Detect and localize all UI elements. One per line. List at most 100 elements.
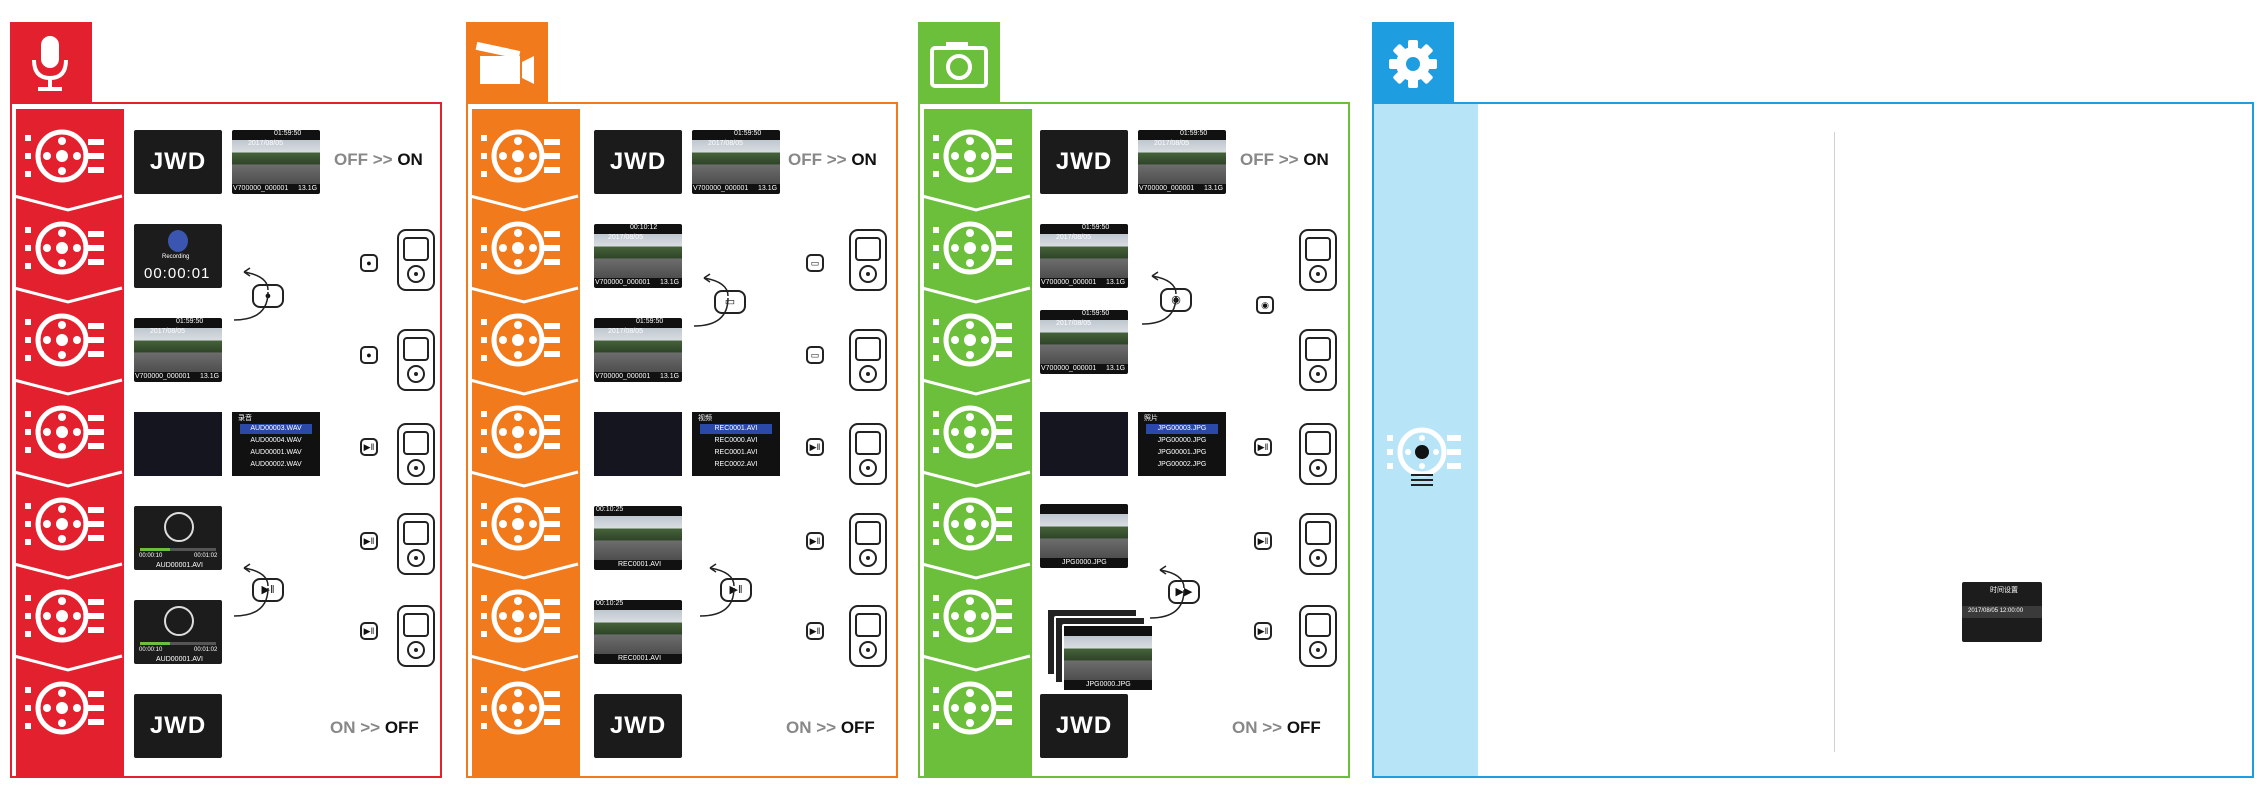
joystick-glyph bbox=[933, 405, 1012, 459]
photo-tab[interactable] bbox=[918, 22, 1000, 102]
rec-label: Recording bbox=[162, 254, 190, 260]
joystick-glyph bbox=[1387, 427, 1461, 486]
bodycam-device-icon bbox=[846, 604, 890, 668]
play-pause-button-icon[interactable]: ▶‖ bbox=[360, 438, 378, 456]
audio-file-list: 录音 AUD00003.WAV AUD00004.WAV AUD00001.WA… bbox=[232, 412, 320, 476]
play-pause-button-icon[interactable]: ▶‖ bbox=[1254, 438, 1272, 456]
video-button-icon[interactable]: ▭ bbox=[806, 346, 824, 364]
video-main-menu bbox=[594, 412, 682, 476]
standby-screen: 01:59:50 2017/08/05 V700000_000001 13.1G bbox=[692, 130, 780, 194]
play-pause-button-icon[interactable]: ▶‖ bbox=[360, 622, 378, 640]
bodycam-device-icon bbox=[394, 228, 438, 292]
video-button[interactable]: ▭ bbox=[714, 290, 746, 314]
record-button-icon[interactable]: ● bbox=[360, 346, 378, 364]
flow-arrow-icon bbox=[233, 267, 269, 321]
joystick-glyph bbox=[25, 497, 104, 551]
power-on-label: OFF >> ON bbox=[1240, 150, 1329, 169]
power-off-label: ON >> OFF bbox=[330, 718, 419, 737]
flow-arrow-icon bbox=[693, 273, 729, 327]
standby-screen: 01:59:50 2017/08/05 V700000_000001 13.1G bbox=[1138, 130, 1226, 194]
bodycam-device-icon bbox=[1296, 512, 1340, 576]
power-on-label: OFF >> ON bbox=[788, 150, 877, 169]
status-date: 2017/08/05 bbox=[248, 140, 284, 147]
bodycam-device-icon bbox=[1296, 422, 1340, 486]
shutdown-logo-screen: JWD bbox=[1040, 694, 1128, 758]
audio-panel bbox=[10, 102, 442, 778]
play-pause-button[interactable]: ▶‖ bbox=[720, 578, 752, 602]
power-on-label: OFF >> ON bbox=[334, 150, 423, 169]
video-playback-screen: 00:10:25 REC0001.AVI bbox=[594, 506, 682, 570]
video-button-icon[interactable]: ▭ bbox=[806, 254, 824, 272]
file-row[interactable]: REC0002.AVI bbox=[714, 461, 758, 468]
joystick-glyph bbox=[481, 589, 560, 643]
play-icon bbox=[164, 512, 194, 542]
joystick-glyph bbox=[481, 681, 560, 735]
camera-button-icon[interactable]: ◉ bbox=[1256, 296, 1274, 314]
settings-dialog-title: 时间设置 bbox=[1990, 587, 2018, 594]
bodycam-device-icon bbox=[394, 328, 438, 392]
file-row[interactable]: JPG00002.JPG bbox=[1157, 461, 1207, 468]
photo-main-menu bbox=[1040, 412, 1128, 476]
record-button-icon[interactable]: ● bbox=[360, 254, 378, 272]
joystick-glyph bbox=[25, 221, 104, 275]
status-file: V700000_000001 bbox=[233, 185, 289, 192]
file-row[interactable]: AUD00002.WAV bbox=[250, 461, 302, 468]
boot-logo-screen: JWD bbox=[134, 130, 222, 194]
joystick-glyph bbox=[481, 129, 560, 183]
standby-screen: 01:59:50 2017/08/05 V700000_000001 13.1G bbox=[232, 130, 320, 194]
file-row[interactable]: REC0000.AVI bbox=[714, 437, 758, 444]
file-row[interactable]: JPG00000.JPG bbox=[1157, 437, 1207, 444]
file-row[interactable]: AUD00004.WAV bbox=[250, 437, 302, 444]
file-row[interactable]: JPG00003.JPG bbox=[1146, 424, 1218, 434]
bodycam-device-icon bbox=[1296, 604, 1340, 668]
bodycam-device-icon bbox=[846, 512, 890, 576]
joystick-glyph bbox=[25, 313, 104, 367]
settings-divider bbox=[1834, 132, 1835, 752]
flow-arrow-icon bbox=[699, 563, 735, 617]
joystick-glyph bbox=[933, 589, 1012, 643]
rec-timer: 00:00:01 bbox=[144, 265, 211, 282]
settings-tab[interactable] bbox=[1372, 22, 1454, 102]
microphone-icon bbox=[32, 36, 68, 91]
bodycam-device-icon bbox=[394, 512, 438, 576]
joystick-glyph bbox=[25, 681, 104, 735]
play-pause-button-icon[interactable]: ▶‖ bbox=[806, 438, 824, 456]
flow-arrow-icon bbox=[1141, 271, 1177, 325]
joystick-glyph bbox=[933, 681, 1012, 735]
audio-playback-screen: 00:00:10 00:01:02 AUD00001.AVI bbox=[134, 506, 222, 570]
file-row[interactable]: JPG00001.JPG bbox=[1157, 449, 1207, 456]
audio-tab[interactable] bbox=[10, 22, 92, 102]
settings-dialog: 时间设置 2017/08/05 12:00:00 bbox=[1962, 582, 2042, 642]
photo-slideshow-screen: JPG0000.JPG bbox=[1062, 624, 1154, 692]
power-off-label: ON >> OFF bbox=[786, 718, 875, 737]
boot-logo-screen: JWD bbox=[594, 130, 682, 194]
play-pause-button-icon[interactable]: ▶‖ bbox=[806, 622, 824, 640]
bodycam-device-icon bbox=[846, 328, 890, 392]
photo-file-list: 照片 JPG00003.JPG JPG00000.JPG JPG00001.JP… bbox=[1138, 412, 1226, 476]
play-pause-button-icon[interactable]: ▶‖ bbox=[1254, 622, 1272, 640]
video-tab[interactable] bbox=[466, 22, 548, 102]
video-standby-screen: 01:59:50 2017/08/05 V700000_000001 13.1G bbox=[594, 318, 682, 382]
file-row[interactable]: REC0001.AVI bbox=[700, 424, 772, 434]
photo-step-strip bbox=[924, 109, 1032, 776]
power-off-label: ON >> OFF bbox=[1232, 718, 1321, 737]
play-pause-button-icon[interactable]: ▶‖ bbox=[360, 532, 378, 550]
photo-capture-screen: 01:59:50 2017/08/05 V700000_000001 13.1G bbox=[1040, 224, 1128, 288]
joystick-glyph bbox=[933, 129, 1012, 183]
bodycam-device-icon bbox=[394, 604, 438, 668]
file-row[interactable]: REC0001.AVI bbox=[714, 449, 758, 456]
audio-recording-screen: Recording 00:00:01 bbox=[134, 224, 222, 288]
file-row[interactable]: AUD00003.WAV bbox=[240, 424, 312, 434]
play-pause-button-icon[interactable]: ▶‖ bbox=[806, 532, 824, 550]
microphone-icon bbox=[168, 230, 188, 252]
status-size: 13.1G bbox=[298, 185, 318, 192]
bodycam-device-icon bbox=[394, 422, 438, 486]
file-row[interactable]: AUD00001.WAV bbox=[250, 449, 302, 456]
audio-standby-screen: 01:59:50 2017/08/05 V700000_000001 13.1G bbox=[134, 318, 222, 382]
pause-icon bbox=[164, 606, 194, 636]
play-pause-button-icon[interactable]: ▶‖ bbox=[1254, 532, 1272, 550]
joystick-glyph bbox=[25, 405, 104, 459]
shutdown-logo-screen: JWD bbox=[594, 694, 682, 758]
gear-icon bbox=[1389, 40, 1437, 88]
